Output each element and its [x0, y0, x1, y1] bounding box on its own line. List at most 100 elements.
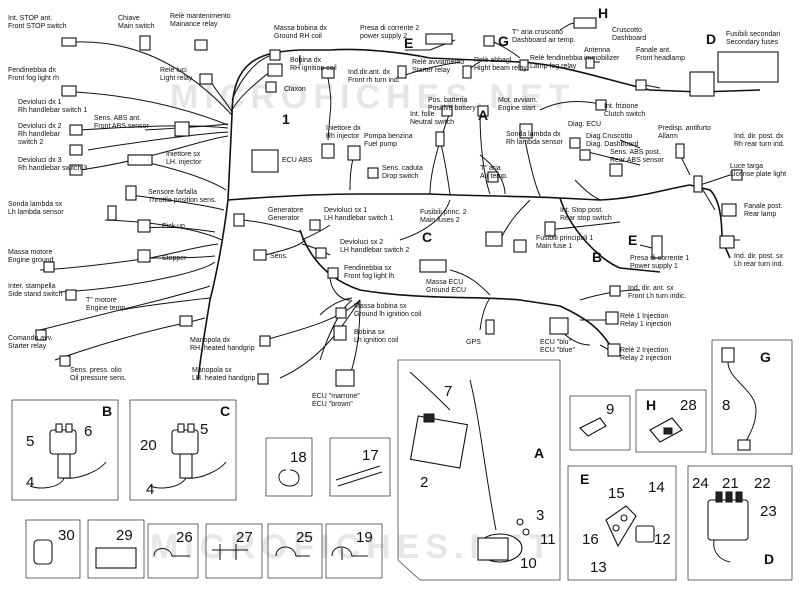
rh-injector-icon [321, 143, 335, 159]
light-relay-icon [199, 73, 213, 85]
svg-text:27: 27 [236, 529, 253, 546]
starter-relay-lh-icon [35, 329, 47, 341]
ecu-brown-icon [335, 369, 355, 387]
lh-switch-2-connector [315, 247, 327, 259]
license-plate-icon [693, 175, 703, 193]
svg-text:25: 25 [296, 529, 313, 546]
main-callouts: D H G E A 1 C B E [282, 5, 716, 265]
svg-text:Fanale ant.Front headlamp: Fanale ant.Front headlamp [636, 47, 685, 62]
detail-parts-18-17: 18 17 [265, 437, 391, 497]
svg-text:B: B [102, 403, 112, 419]
svg-text:D: D [764, 551, 774, 567]
lower-trunk [299, 229, 611, 346]
fog-light-lh-icon [327, 267, 339, 279]
diag-ecu-icon [569, 137, 581, 149]
svg-text:10: 10 [520, 555, 537, 572]
dashboard-air-temp-icon [483, 35, 495, 47]
callout-B: B [592, 249, 602, 265]
svg-text:6: 6 [84, 423, 92, 440]
svg-text:9: 9 [606, 401, 614, 418]
left-trunk [197, 114, 233, 381]
small-parts-row: 30 29 26 27 25 19 [25, 519, 383, 579]
lh-switch-1-connector [309, 219, 321, 231]
rear-branch-2 [559, 197, 661, 273]
svg-text:7: 7 [444, 383, 452, 400]
svg-text:5: 5 [26, 433, 34, 450]
svg-text:H: H [646, 397, 656, 413]
svg-text:2: 2 [420, 474, 428, 491]
turn-ind-rh-connector [321, 67, 335, 79]
svg-text:20: 20 [140, 437, 157, 454]
detail-box-G: G 8 [711, 339, 793, 455]
svg-text:Int. Stop post.Rear stop switc: Int. Stop post.Rear stop switch [560, 207, 612, 222]
svg-text:24: 24 [692, 475, 709, 492]
svg-text:23: 23 [760, 503, 777, 520]
callout-E: E [404, 35, 413, 51]
detail-box-C: C 20 5 4 [129, 399, 237, 501]
air-temp-icon [487, 171, 499, 183]
svg-text:4: 4 [146, 481, 154, 498]
svg-text:ECU "blu"ECU "blue": ECU "blu"ECU "blue" [540, 339, 575, 354]
secondary-fuse-box [717, 51, 779, 83]
detail-box-A: A 7 2 3 11 10 [397, 359, 561, 581]
power-supply-1-icon [651, 235, 663, 259]
svg-text:Relè abbagl.Hight beam relay: Relè abbagl.Hight beam relay [474, 57, 527, 72]
claxon-icon [265, 81, 277, 93]
main-switch-icon [139, 35, 151, 51]
headlamp-connector [635, 79, 647, 91]
lh-rear-turn-icon [719, 235, 735, 249]
fog-relay-icon [519, 59, 529, 71]
rh-ignition-coil-icon [267, 63, 283, 77]
rh-switch-1-connector [69, 124, 83, 136]
generator-icon [233, 213, 245, 227]
detail-part-9: 9 [569, 395, 631, 451]
callout-H: H [598, 5, 608, 21]
secondary-fuses-icon [689, 71, 715, 97]
lh-coil-icon [333, 325, 347, 341]
svg-text:3: 3 [536, 507, 544, 524]
lh-lambda-icon [107, 205, 117, 221]
detail-box-B: B 5 6 4 [11, 399, 119, 501]
rear-lamp-icon [721, 203, 737, 217]
rh-handgrip-connector [259, 335, 271, 347]
power-supply-2-icon [425, 33, 453, 45]
svg-text:C: C [220, 403, 230, 419]
svg-text:Stepper: Stepper [162, 255, 187, 262]
callout-C: C [422, 229, 432, 245]
svg-text:Mot. avviam.Engine start: Mot. avviam.Engine start [498, 97, 538, 112]
central-trunk [227, 184, 691, 201]
rear-stop-switch-icon [544, 221, 556, 237]
svg-text:Devioluci sx 1LH handlebar swi: Devioluci sx 1LH handlebar switch 1 [324, 207, 393, 222]
lh-handgrip-connector [257, 373, 269, 385]
top-trunk [231, 48, 761, 116]
svg-text:21: 21 [722, 475, 739, 492]
svg-text:8: 8 [722, 397, 730, 414]
rh-switch-2-connector [69, 144, 83, 156]
svg-text:GPS: GPS [466, 339, 481, 346]
main-fuses-2-icon [485, 231, 503, 247]
lh-injector-icon [127, 154, 153, 166]
main-harness [197, 48, 761, 381]
fuel-pump-icon [347, 145, 361, 161]
